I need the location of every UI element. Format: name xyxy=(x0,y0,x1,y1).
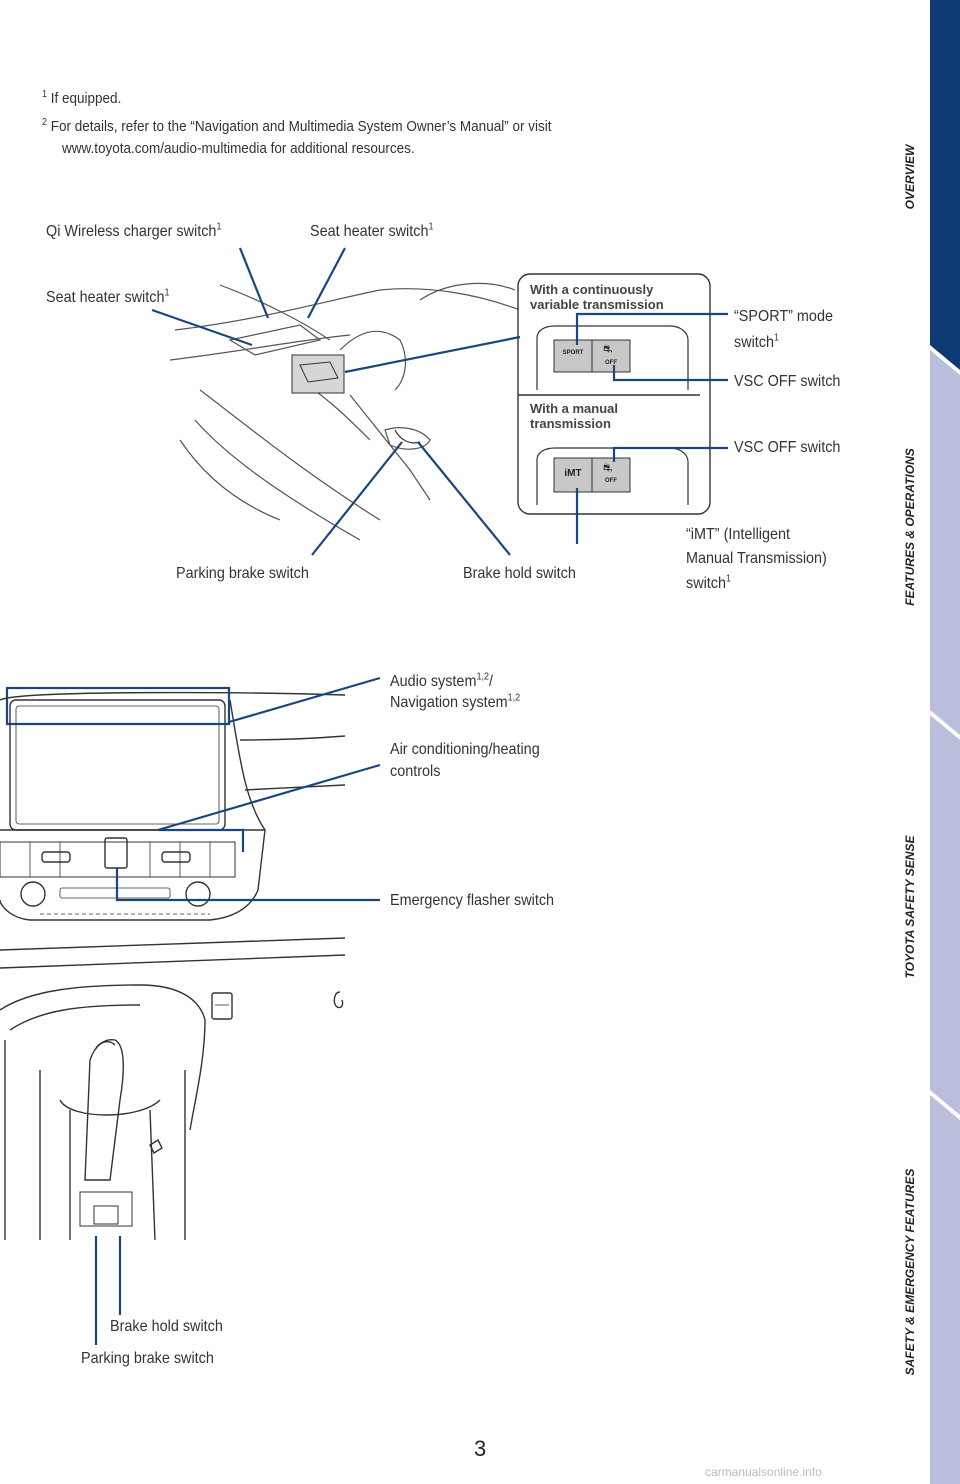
shifter-highlight-box xyxy=(291,354,345,394)
label-audio-system: Audio system1,2/ xyxy=(390,671,493,693)
label-audio-text: Audio system xyxy=(390,673,477,690)
tab-overview-shape[interactable] xyxy=(930,0,960,370)
side-tabs-shapes xyxy=(930,0,960,1484)
label-vsc-off-1: VSC OFF switch xyxy=(734,373,841,390)
inset-manual-title: With a manual transmission xyxy=(530,401,619,431)
label-vsc-off-2: VSC OFF switch xyxy=(734,439,841,456)
label-brake-hold-top: Brake hold switch xyxy=(463,565,576,582)
label-seat-heater-right: Seat heater switch1 xyxy=(310,221,433,243)
label-brake-hold-bottom: Brake hold switch xyxy=(110,1318,223,1335)
label-parking-brake-bottom: Parking brake switch xyxy=(81,1350,214,1367)
tab-tss-label[interactable]: TOYOTA SAFETY SENSE xyxy=(903,835,917,979)
sup: 1,2 xyxy=(507,692,521,704)
label-nav-system: Navigation system1,2 xyxy=(390,692,520,714)
label-sport-mode-2: switch1 xyxy=(734,332,779,354)
label-imt-line3: switch xyxy=(686,575,727,592)
tab-safety-label[interactable]: SAFETY & EMERGENCY FEATURES xyxy=(903,1168,917,1376)
label-qi-charger-text: Qi Wireless charger switch xyxy=(46,223,217,240)
tab-features-shape[interactable] xyxy=(930,350,960,735)
sup: 1 xyxy=(726,573,732,585)
watermark: carmanualsonline.info xyxy=(705,1465,822,1479)
footnote-2-line1: For details, refer to the “Navigation an… xyxy=(50,118,552,135)
vsc-off-label-2: OFF xyxy=(605,478,617,484)
sport-button-label[interactable]: SPORT xyxy=(562,350,584,356)
sup: 1 xyxy=(428,221,434,233)
console-illustrations xyxy=(0,247,728,1345)
footnote-1-mark: 1 xyxy=(42,89,48,100)
label-parking-brake-top: Parking brake switch xyxy=(176,565,309,582)
footnote-2-mark: 2 xyxy=(42,117,48,128)
tab-tss-shape[interactable] xyxy=(930,715,960,1115)
side-tabs xyxy=(870,0,960,1484)
imt-button-shape[interactable] xyxy=(553,457,593,493)
switch-inset-box xyxy=(517,273,711,515)
label-imt-2: Manual Transmission) xyxy=(686,550,827,567)
tab-overview-label[interactable]: OVERVIEW xyxy=(903,144,917,210)
label-imt-3: switch1 xyxy=(686,573,731,595)
footnote-1-text: If equipped. xyxy=(50,90,122,107)
sup: 1 xyxy=(774,332,780,344)
slash: / xyxy=(488,673,493,690)
vsc-icon-2: ⛐ xyxy=(603,462,613,474)
vsc-off-label-1: OFF xyxy=(605,360,617,366)
label-ac-1: Air conditioning/heating xyxy=(390,741,540,758)
sport-button-shape[interactable] xyxy=(553,339,593,373)
vsc-icon-1: ⛐ xyxy=(603,343,613,355)
imt-button-label[interactable]: iMT xyxy=(564,468,582,479)
footnote-1: 1 If equipped. xyxy=(42,82,121,112)
inset-cvt-title: With a continuously variable transmissio… xyxy=(530,282,664,312)
label-sport-mode: “SPORT” mode xyxy=(734,306,833,328)
label-qi-charger: Qi Wireless charger switch1 xyxy=(46,221,221,243)
label-ac-2: controls xyxy=(390,763,441,780)
page-number: 3 xyxy=(474,1436,487,1461)
sup: 1 xyxy=(164,287,170,299)
tab-features-label[interactable]: FEATURES & OPERATIONS xyxy=(903,448,917,606)
label-seat-heater-right-text: Seat heater switch xyxy=(310,223,429,240)
footnote-2-line2: www.toyota.com/audio-multimedia for addi… xyxy=(62,140,415,157)
dashboard-drawing xyxy=(0,691,346,1241)
vsc-off-button-shape-2[interactable] xyxy=(591,457,631,493)
top-console-drawing xyxy=(169,282,521,541)
footnote-2-cont: www.toyota.com/audio-multimedia for addi… xyxy=(62,136,415,162)
top-callout-lines xyxy=(151,247,728,556)
sup: 1,2 xyxy=(476,671,489,683)
bottom-callout-lines xyxy=(5,676,381,1345)
footnote-2: 2 For details, refer to the “Navigation … xyxy=(42,110,551,140)
label-nav-text: Navigation system xyxy=(390,694,508,711)
sup: 1 xyxy=(216,221,222,233)
label-emergency-flasher: Emergency flasher switch xyxy=(390,892,555,909)
label-seat-heater-left-text: Seat heater switch xyxy=(46,289,165,306)
vsc-off-button-shape-1[interactable] xyxy=(591,339,631,373)
label-sport-line2: switch xyxy=(734,334,775,351)
label-sport-line1: “SPORT” mode xyxy=(734,308,833,325)
label-imt-1: “iMT” (Intelligent xyxy=(686,526,791,543)
label-seat-heater-left: Seat heater switch1 xyxy=(46,287,169,309)
tab-safety-shape[interactable] xyxy=(930,1095,960,1484)
